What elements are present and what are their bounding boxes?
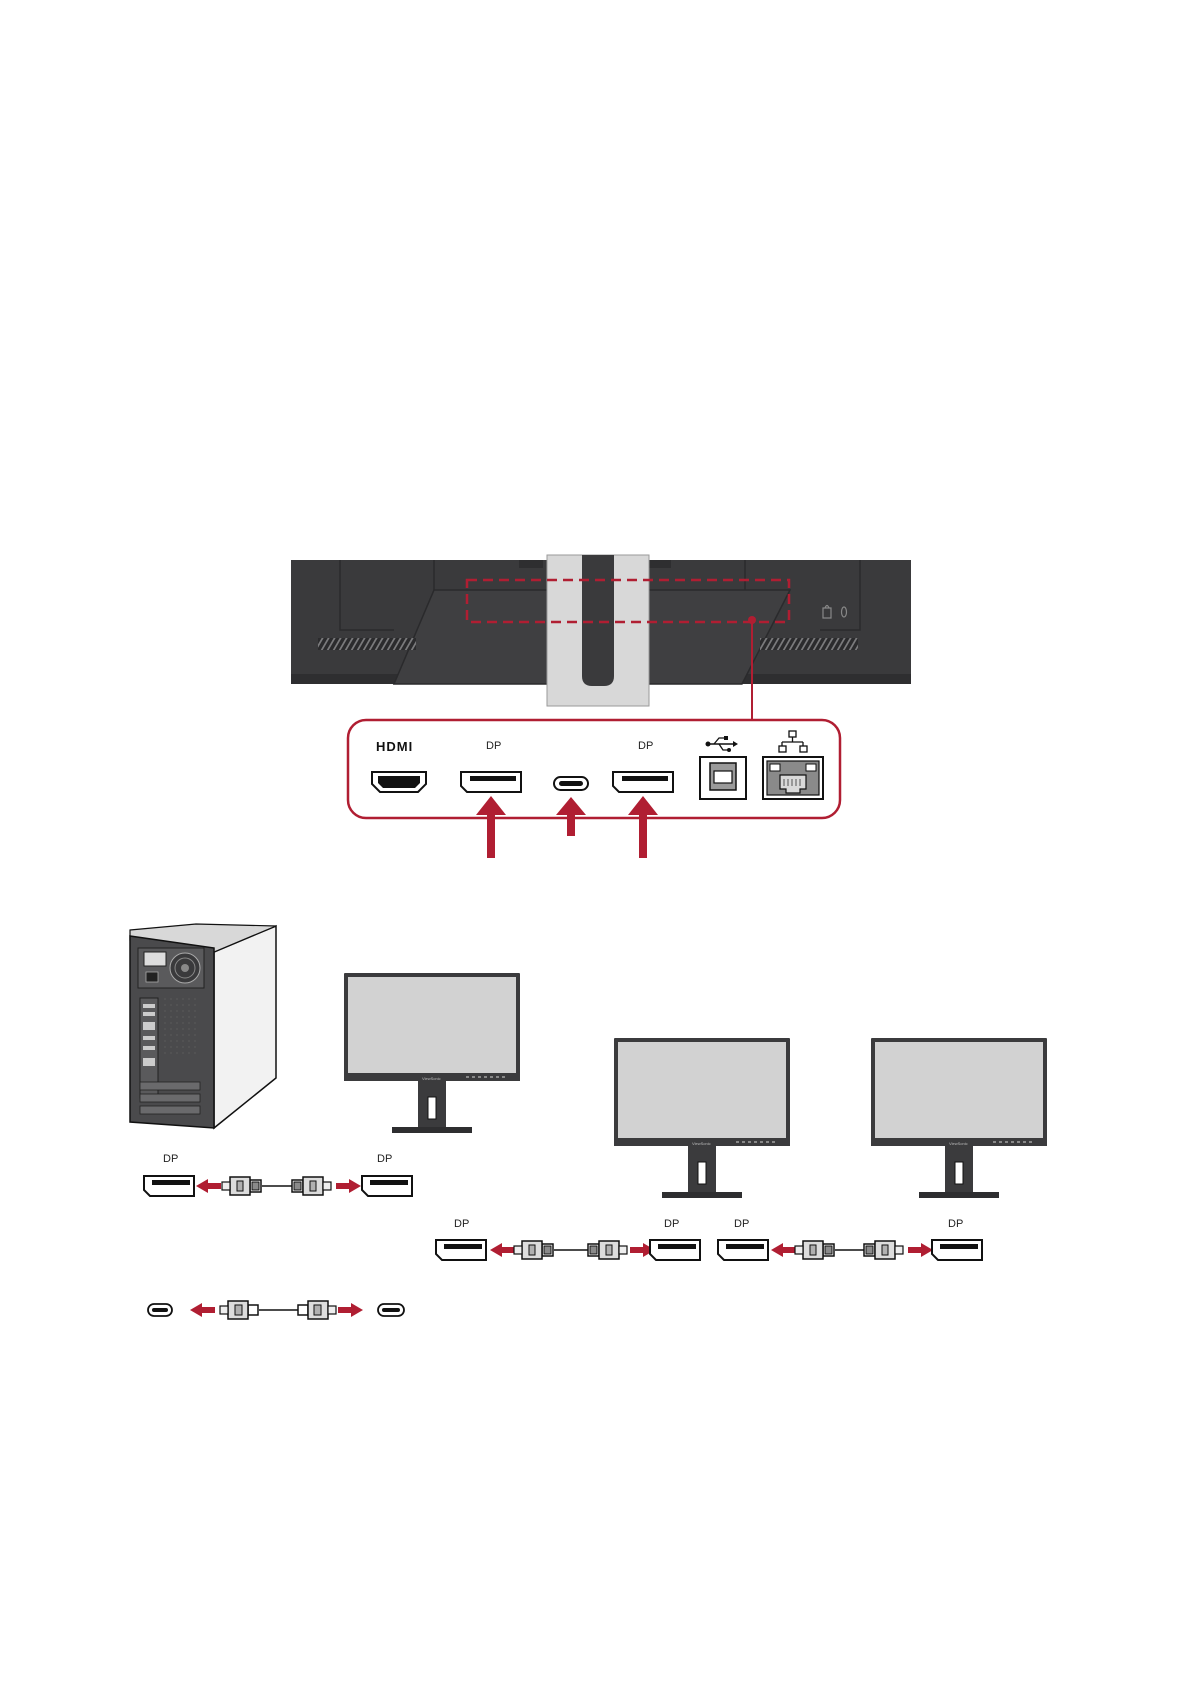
monitor-3-brand: ViewSonic bbox=[949, 1141, 968, 1146]
monitor-2: ViewSonic bbox=[614, 1038, 790, 1198]
monitor-2-brand: ViewSonic bbox=[692, 1141, 711, 1146]
dp2-label: DP bbox=[638, 740, 653, 752]
monitor1-dp-label: DP bbox=[377, 1153, 392, 1165]
arrow-left-icon bbox=[196, 1179, 221, 1193]
dp-plug-left bbox=[795, 1241, 834, 1259]
port-panel: HDMI DP DP bbox=[348, 720, 840, 818]
monitor-1-brand: ViewSonic bbox=[422, 1076, 441, 1081]
usbc-plug-right bbox=[298, 1301, 336, 1319]
usb-b-port[interactable] bbox=[700, 757, 746, 799]
usbc-plug-left bbox=[220, 1301, 258, 1319]
arrow-left-icon bbox=[490, 1243, 515, 1257]
arrow-left-icon bbox=[190, 1303, 215, 1317]
monitor-3: ViewSonic bbox=[871, 1038, 1047, 1198]
monitor2-out-dp-label: DP bbox=[734, 1218, 749, 1230]
monitor1-out-dp-port[interactable] bbox=[436, 1240, 486, 1260]
pc-to-monitor1-dp-cable: DP DP bbox=[144, 1153, 412, 1196]
monitor1-out-dp-label: DP bbox=[454, 1218, 469, 1230]
monitor3-dp-port[interactable] bbox=[932, 1240, 982, 1260]
usb-c-cable bbox=[148, 1301, 404, 1319]
pc-tower bbox=[130, 924, 276, 1128]
monitor3-dp-label: DP bbox=[948, 1218, 963, 1230]
arrow-right-icon bbox=[908, 1243, 933, 1257]
pc-usb-c-port[interactable] bbox=[148, 1304, 172, 1316]
monitor2-to-monitor3-dp-cable: DP DP bbox=[718, 1218, 982, 1260]
monitor1-dp-port[interactable] bbox=[362, 1176, 412, 1196]
monitor-back-view bbox=[291, 555, 911, 720]
dp-plug-right bbox=[292, 1177, 331, 1195]
arrow-left-icon bbox=[771, 1243, 796, 1257]
dp-plug-left bbox=[514, 1241, 553, 1259]
dp2-port[interactable] bbox=[613, 772, 673, 792]
usb-c-port[interactable] bbox=[554, 777, 588, 790]
lan-port[interactable] bbox=[763, 757, 823, 799]
dp1-port[interactable] bbox=[461, 772, 521, 792]
dp1-label: DP bbox=[486, 740, 501, 752]
monitor2-in-dp-label: DP bbox=[664, 1218, 679, 1230]
monitor-1: ViewSonic bbox=[344, 973, 520, 1133]
arrow-right-icon bbox=[338, 1303, 363, 1317]
hdmi-label: HDMI bbox=[376, 739, 413, 754]
monitor2-in-dp-port[interactable] bbox=[650, 1240, 700, 1260]
monitor1-usb-c-port[interactable] bbox=[378, 1304, 404, 1316]
monitor1-to-monitor2-dp-cable: DP DP bbox=[436, 1218, 700, 1260]
arrow-right-icon bbox=[336, 1179, 361, 1193]
pc-dp-port[interactable] bbox=[144, 1176, 194, 1196]
hdmi-port[interactable] bbox=[372, 772, 426, 792]
pc-dp-label: DP bbox=[163, 1153, 178, 1165]
dp-plug-right bbox=[864, 1241, 903, 1259]
monitor2-out-dp-port[interactable] bbox=[718, 1240, 768, 1260]
dp-plug-left bbox=[222, 1177, 261, 1195]
dp-plug-right bbox=[588, 1241, 627, 1259]
